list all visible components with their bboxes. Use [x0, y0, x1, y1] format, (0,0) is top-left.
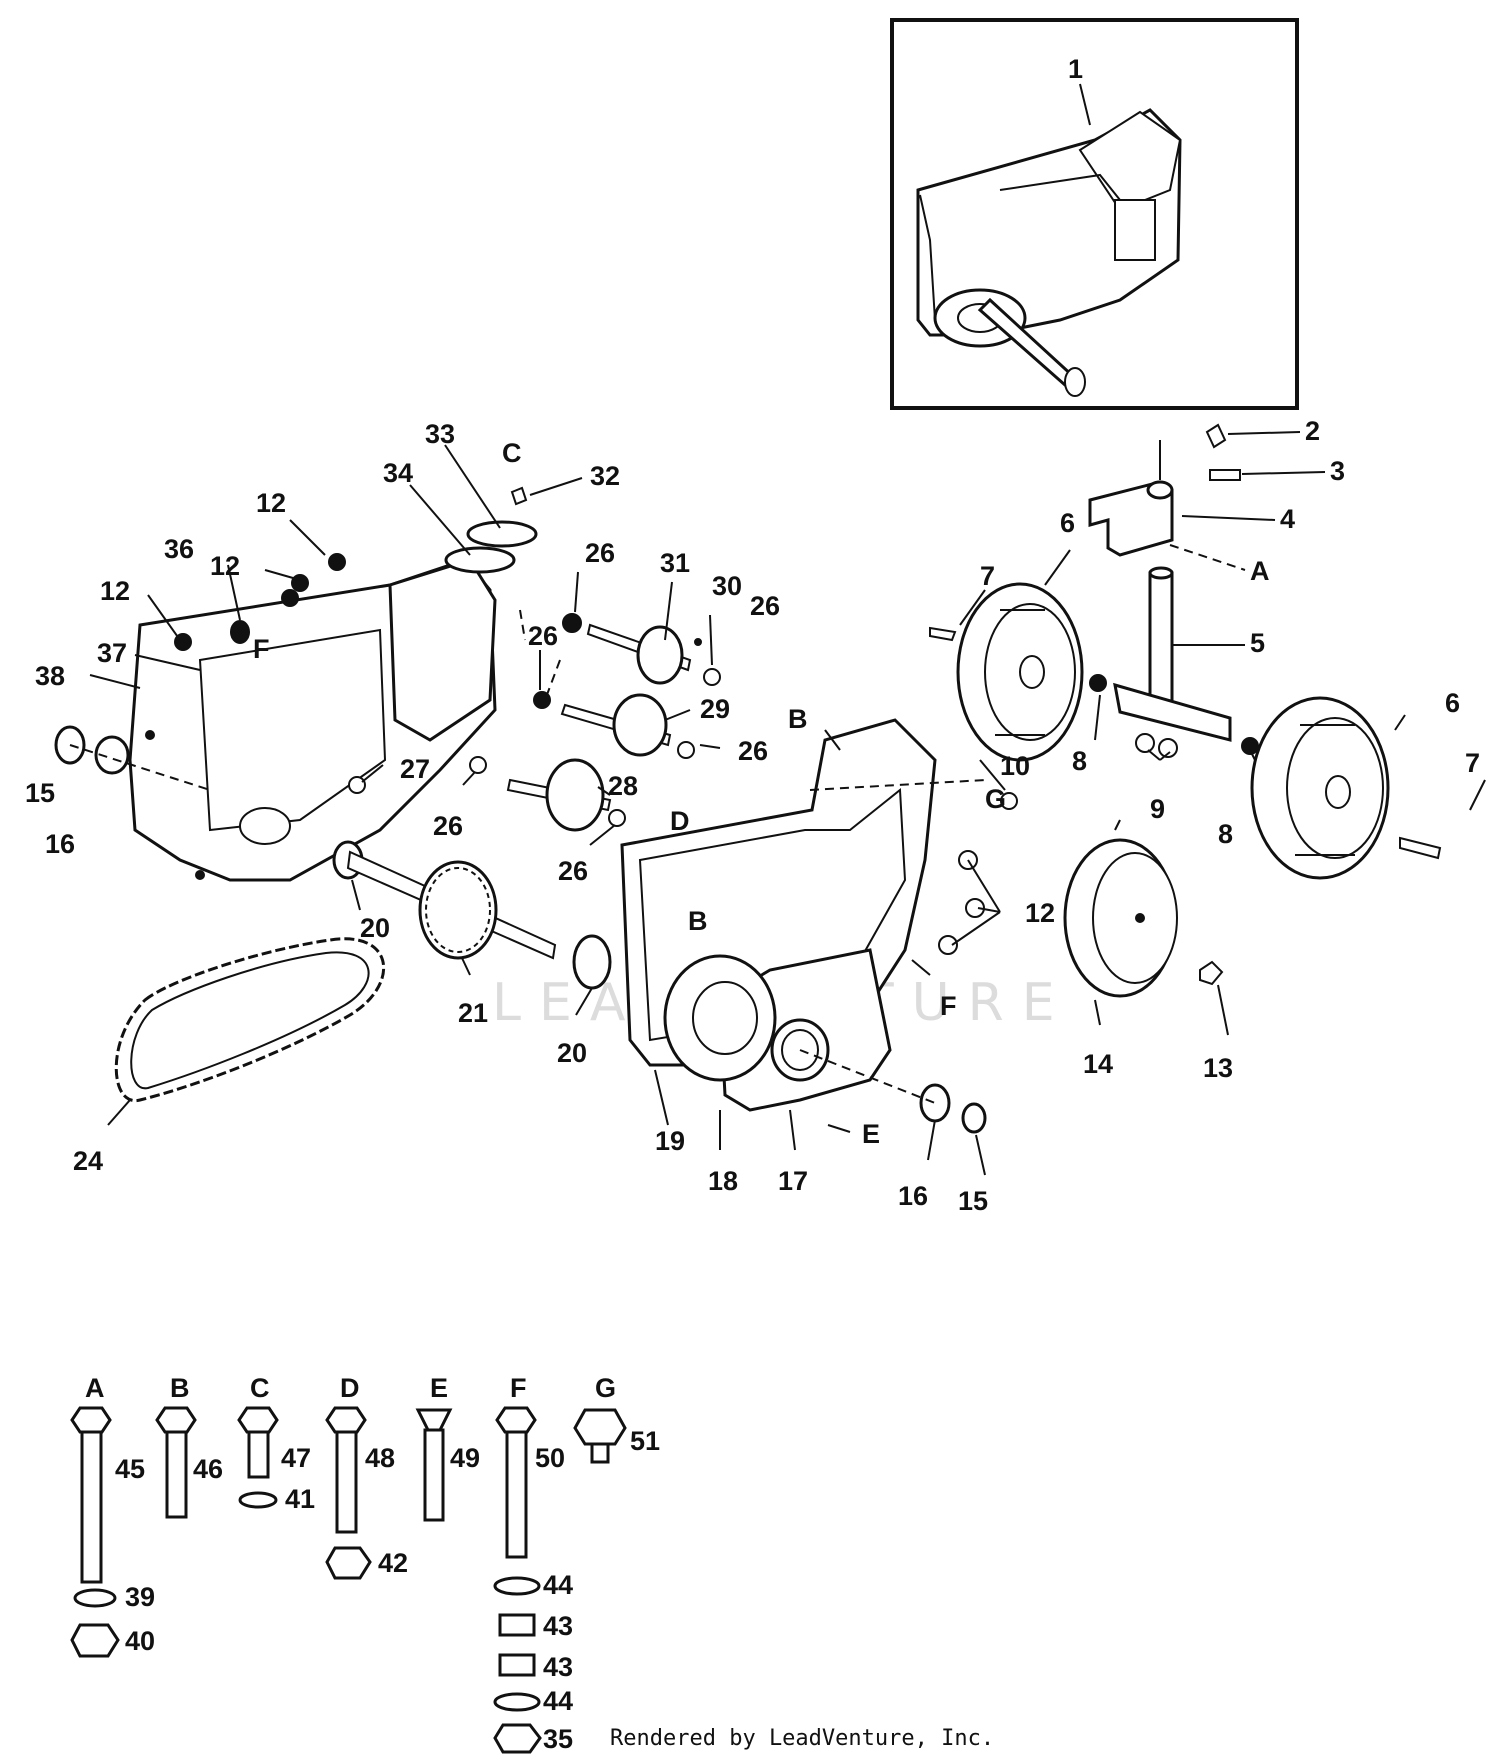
callout-26-f: 26 [558, 856, 588, 886]
legend-part-43-a: 43 [543, 1611, 573, 1641]
callout-12-c: 12 [100, 576, 130, 606]
callout-G: G [985, 784, 1006, 814]
callout-36: 36 [164, 534, 194, 564]
callout-15-left: 15 [25, 778, 55, 808]
right-housing [620, 718, 987, 1134]
callout-7-left: 7 [980, 561, 995, 591]
callout-12-b: 12 [210, 551, 240, 581]
callout-3: 3 [1330, 456, 1345, 486]
callout-20-left: 20 [360, 913, 390, 943]
callout-D: D [670, 806, 690, 836]
callout-27: 27 [400, 754, 430, 784]
callout-32: 32 [590, 461, 620, 491]
callout-6-left: 6 [1060, 508, 1075, 538]
callout-F-right: F [940, 991, 957, 1021]
small-hardware [929, 626, 1442, 986]
callout-4: 4 [1280, 504, 1295, 534]
legend-part-48: 48 [365, 1443, 395, 1473]
wheel-left [956, 582, 1084, 762]
credit-line: Rendered by LeadVenture, Inc. [610, 1726, 994, 1751]
callout-14: 14 [1083, 1049, 1113, 1079]
callout-30: 30 [712, 571, 742, 601]
legend-part-51: 51 [630, 1426, 660, 1456]
callout-6-right: 6 [1445, 688, 1460, 718]
callout-8-right: 8 [1218, 819, 1233, 849]
callout-18: 18 [708, 1166, 738, 1196]
callout-labels: 1 2 3 4 A 5 6 6 7 7 8 8 9 10 12 12 12 12… [25, 54, 1480, 1216]
callout-7-right: 7 [1465, 748, 1480, 778]
callout-A-top: A [1250, 556, 1270, 586]
callout-16-left: 16 [45, 829, 75, 859]
callout-10: 10 [1000, 751, 1030, 781]
callout-E: E [862, 1119, 880, 1149]
callout-31: 31 [660, 548, 690, 578]
legend-letter-A: A [85, 1373, 105, 1403]
callout-21: 21 [458, 998, 488, 1028]
gear-shafts [174, 486, 721, 832]
callout-34: 34 [383, 458, 413, 488]
pulley [1063, 838, 1178, 998]
legend-part-46: 46 [193, 1454, 223, 1484]
callout-F-left: F [253, 634, 270, 664]
sprocket-and-chain [114, 840, 612, 1103]
legend-letter-B: B [170, 1373, 190, 1403]
callout-C: C [502, 438, 522, 468]
leader-lines [89, 83, 1486, 1176]
callout-20-right: 20 [557, 1038, 587, 1068]
callout-37: 37 [97, 638, 127, 668]
legend-part-44-b: 44 [543, 1686, 573, 1716]
callout-19: 19 [655, 1126, 685, 1156]
legend-letter-G: G [595, 1373, 616, 1403]
callout-8-left: 8 [1072, 746, 1087, 776]
callout-24: 24 [73, 1146, 103, 1176]
callout-1: 1 [1068, 54, 1083, 84]
callout-9: 9 [1150, 794, 1165, 824]
legend-part-44-a: 44 [543, 1570, 573, 1600]
callout-12-d: 12 [1025, 898, 1055, 928]
callout-17: 17 [778, 1166, 808, 1196]
legend-part-39: 39 [125, 1582, 155, 1612]
callout-2: 2 [1305, 416, 1320, 446]
inset-assembly-view [890, 18, 1299, 410]
callout-5: 5 [1250, 628, 1265, 658]
callout-26-e: 26 [433, 811, 463, 841]
depth-bar-linkage [1088, 423, 1246, 742]
callout-28: 28 [608, 771, 638, 801]
callout-12-a: 12 [256, 488, 286, 518]
legend-part-35: 35 [543, 1724, 573, 1754]
callout-26-a: 26 [585, 538, 615, 568]
callout-13: 13 [1203, 1053, 1233, 1083]
legend-part-49: 49 [450, 1443, 480, 1473]
legend-part-42: 42 [378, 1548, 408, 1578]
callout-38: 38 [35, 661, 65, 691]
legend-part-47: 47 [281, 1443, 311, 1473]
callout-16-right: 16 [898, 1181, 928, 1211]
callout-29: 29 [700, 694, 730, 724]
legend-letter-E: E [430, 1373, 448, 1403]
callout-26-b: 26 [750, 591, 780, 621]
legend-part-43-b: 43 [543, 1652, 573, 1682]
legend-part-45: 45 [115, 1454, 145, 1484]
wheel-right [1250, 696, 1390, 880]
callout-26-d: 26 [738, 736, 768, 766]
callout-26-c: 26 [528, 621, 558, 651]
legend-part-50: 50 [535, 1443, 565, 1473]
fastener-legend: A 45 39 40 B 46 C 47 41 D 48 42 E 49 F [70, 1373, 660, 1754]
legend-letter-F: F [510, 1373, 527, 1403]
callout-B-top: B [788, 704, 808, 734]
legend-letter-D: D [340, 1373, 360, 1403]
callout-15-right: 15 [958, 1186, 988, 1216]
callout-33: 33 [425, 419, 455, 449]
legend-part-41: 41 [285, 1484, 315, 1514]
left-housing [54, 558, 497, 882]
callout-B-bottom: B [688, 906, 708, 936]
legend-part-40: 40 [125, 1626, 155, 1656]
legend-letter-C: C [250, 1373, 270, 1403]
